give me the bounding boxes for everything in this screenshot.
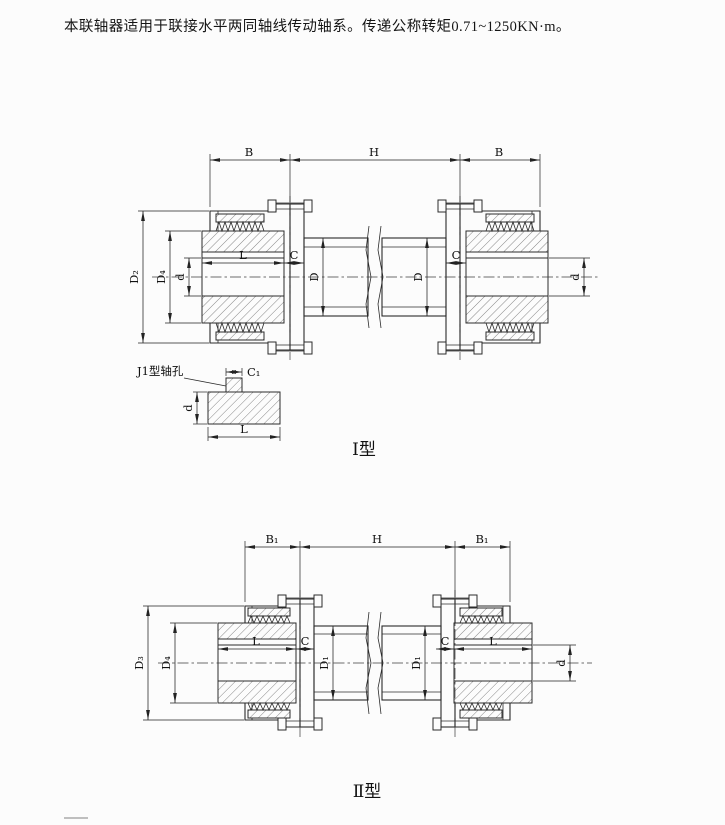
- fig2-centerlines: [158, 590, 592, 737]
- fig1-dim-label-h: H: [369, 145, 379, 159]
- fig1-assembly: [152, 196, 598, 360]
- fig1-dim-label-l: L: [239, 248, 247, 262]
- fig1-gear-teeth: [215, 213, 535, 341]
- fig1-dim-label-c-left: C: [290, 248, 299, 262]
- fig1-dim-label-d4: D₄: [154, 270, 168, 284]
- fig1-dim-label-bore-d-left: d: [173, 273, 187, 281]
- fig1-dim-label-tube-d-left: D: [307, 272, 321, 281]
- fig1-dim-label-d2: D₂: [127, 270, 141, 284]
- fig1-caption: Ⅰ型: [352, 440, 376, 460]
- fig2-dim-label-l-right: L: [489, 634, 497, 648]
- fig1-detail-dim-c1: C₁: [247, 365, 260, 379]
- fig1-detail-title: J1型轴孔: [136, 364, 184, 378]
- fig1-detail-dim-l: L: [240, 422, 248, 436]
- fig2-assembly: [158, 590, 592, 737]
- fig1-dim-label-tube-d-right: D: [411, 272, 425, 281]
- fig2-dim-label-bore-d-right: d: [554, 659, 568, 667]
- fig2-dim-label-tube-d1-right: D₁: [409, 656, 423, 670]
- fig1-flange-bolts: [267, 199, 483, 355]
- fig2-dim-label-h: H: [372, 532, 382, 546]
- fig1-dim-label-bore-d-right: d: [568, 273, 582, 281]
- fig2-dim-label-tube-d1-left: D₁: [317, 656, 331, 670]
- fig1-centerlines: [152, 196, 598, 360]
- fig1-detail-view: J1型轴孔 C₁ d L: [136, 364, 281, 441]
- fig1-dim-label-b-left: B: [245, 145, 253, 159]
- fig2-dim-label-b1-right: B₁: [475, 532, 488, 546]
- fig2-dim-label-d4: D₄: [159, 656, 173, 670]
- fig1-dim-label-c-right: C: [452, 248, 461, 262]
- fig2-dim-label-d3: D₃: [132, 656, 146, 670]
- fig1-detail-dim-d: d: [181, 404, 195, 412]
- fig2-dim-label-b1-left: B₁: [265, 532, 278, 546]
- fig2-dim-label-l-left: L: [252, 634, 260, 648]
- fig2-gear-teeth: [247, 607, 503, 719]
- fig2-flange-bolts: [277, 594, 478, 731]
- fig2-dim-label-c-left: C: [301, 634, 310, 648]
- fig2-dimensions: B₁ H B₁ D₃ D₄ L C C L D₁ D₁ d: [132, 532, 576, 721]
- intro-text: 本联轴器适用于联接水平两同轴线传动轴系。传递公称转矩0.71~1250KN·m。: [64, 19, 571, 35]
- fig1-dimensions: B H B D₂ D₄ d L C C D D d: [127, 145, 590, 344]
- fig2-dim-label-c-right: C: [441, 634, 450, 648]
- fig1-dim-label-b-right: B: [495, 145, 503, 159]
- fig2-caption: Ⅱ型: [353, 782, 382, 802]
